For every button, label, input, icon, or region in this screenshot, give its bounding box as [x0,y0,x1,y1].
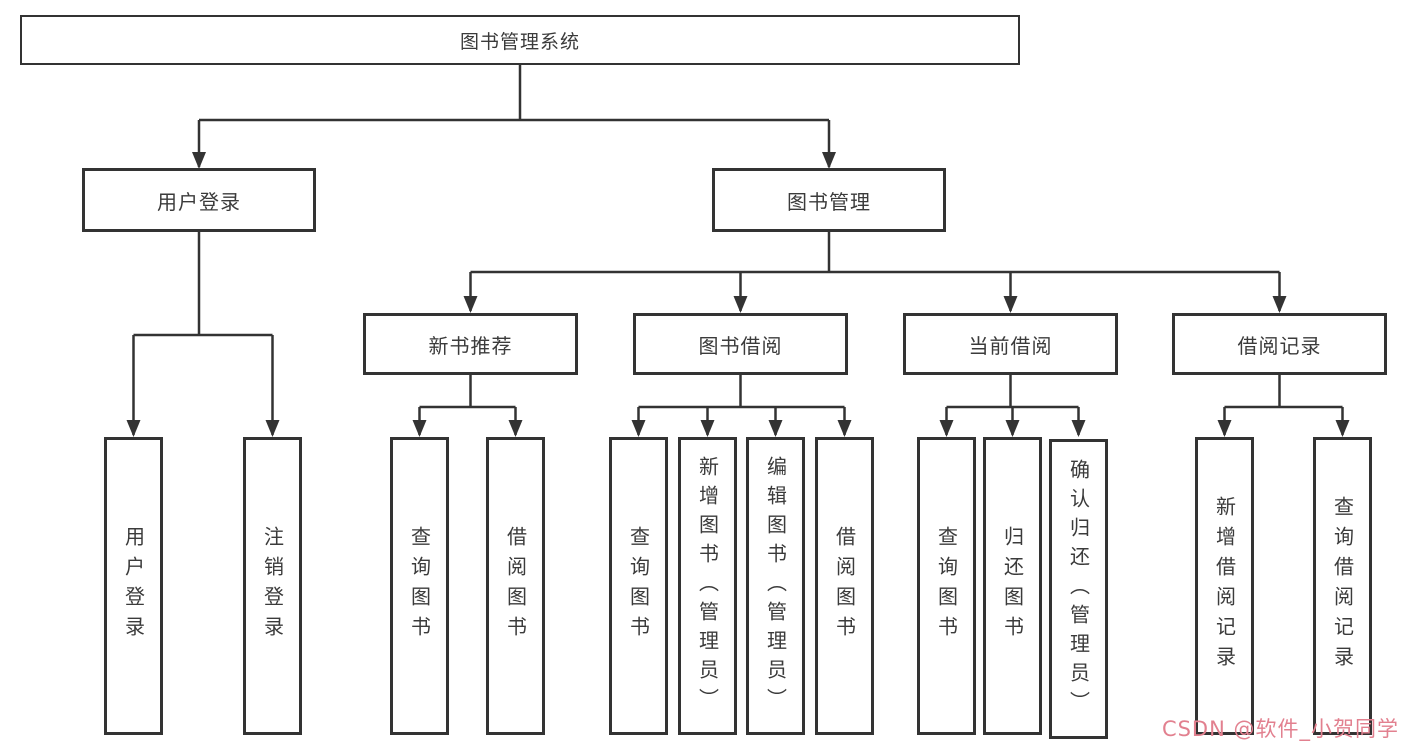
node-label: 图书借阅 [698,333,783,358]
node-label: 用户登录 [121,526,146,646]
node-label: 新书推荐 [428,333,513,358]
node-label: 新增借阅记录 [1212,496,1237,676]
node-label: 确认归还（管理员） [1066,458,1091,720]
node-label: 查询图书 [626,526,651,646]
leaf-query-borrow-record: 查询借阅记录 [1313,437,1372,735]
leaf-query-books-recommend: 查询图书 [390,437,449,735]
node-book-management: 图书管理 [712,168,946,232]
leaf-query-books-borrow: 查询图书 [609,437,668,735]
node-label: 当前借阅 [968,333,1053,358]
node-root-library-system: 图书管理系统 [20,15,1020,65]
node-label: 注销登录 [260,526,285,646]
node-label: 查询借阅记录 [1330,496,1355,676]
node-label: 图书管理系统 [459,30,580,53]
node-label: 查询图书 [934,526,959,646]
leaf-query-books-current: 查询图书 [917,437,976,735]
leaf-edit-books-admin: 编辑图书（管理员） [746,437,805,735]
leaf-borrow-books-recommend: 借阅图书 [486,437,545,735]
leaf-user-login: 用户登录 [104,437,163,735]
node-book-borrow: 图书借阅 [633,313,848,375]
node-new-book-recommend: 新书推荐 [363,313,578,375]
leaf-confirm-return-admin: 确认归还（管理员） [1049,439,1108,739]
leaf-borrow-books: 借阅图书 [815,437,874,735]
node-label: 归还图书 [1000,526,1025,646]
node-user-login: 用户登录 [82,168,316,232]
node-label: 用户登录 [157,189,241,214]
leaf-add-borrow-record: 新增借阅记录 [1195,437,1254,735]
node-current-borrow: 当前借阅 [903,313,1118,375]
node-label: 查询图书 [407,526,432,646]
node-borrow-record: 借阅记录 [1172,313,1387,375]
leaf-logout: 注销登录 [243,437,302,735]
node-label: 编辑图书（管理员） [763,455,788,717]
leaf-return-books: 归还图书 [983,437,1042,735]
node-label: 借阅图书 [832,526,857,646]
node-label: 借阅记录 [1237,333,1322,358]
leaf-add-books-admin: 新增图书（管理员） [678,437,737,735]
node-label: 新增图书（管理员） [695,455,720,717]
node-label: 图书管理 [787,189,871,214]
node-label: 借阅图书 [503,526,528,646]
